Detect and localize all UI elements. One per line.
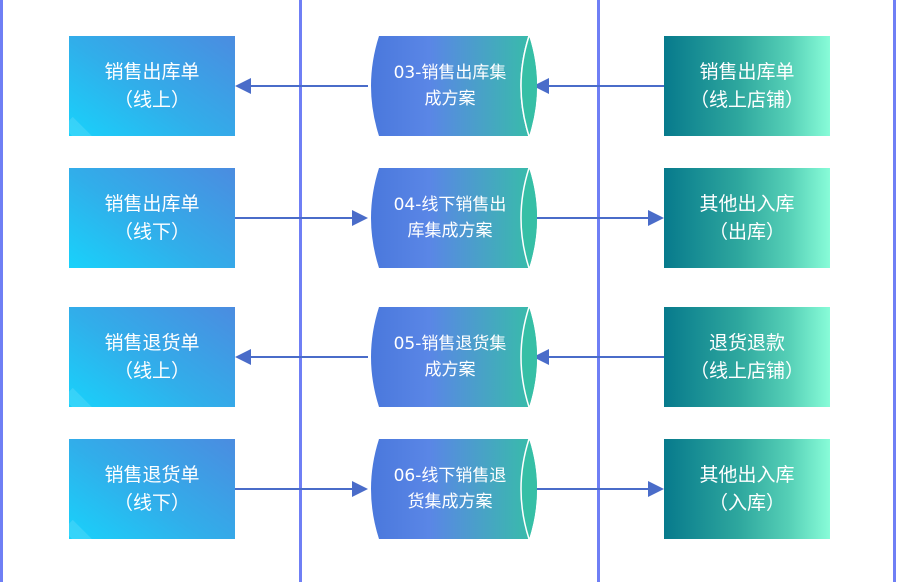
cylinder-shape xyxy=(371,36,537,136)
watermark-decoration xyxy=(69,519,116,539)
cylinder-shape xyxy=(371,168,537,268)
node-title: 销售出库单 xyxy=(104,61,200,83)
node-title: 其他出入库 xyxy=(699,193,795,215)
arrowhead-row1-process xyxy=(533,78,549,94)
target-node-sales-outbound-online-store[interactable]: 销售出库单 （线上店铺） xyxy=(664,36,830,136)
node-title: 销售退货单 xyxy=(104,464,200,486)
node-subtitle: （线上） xyxy=(113,360,190,382)
lane-border-right xyxy=(893,0,896,582)
node-subtitle: （线上店铺） xyxy=(689,89,804,111)
process-subtitle: 库集成方案 xyxy=(407,221,493,241)
source-node-sales-outbound-offline[interactable]: 销售出库单 （线下） xyxy=(69,168,235,268)
process-node-04[interactable]: 04-线下销售出 库集成方案 xyxy=(367,168,545,268)
process-title: 05-销售退货集 xyxy=(393,334,507,354)
node-subtitle: （线下） xyxy=(113,492,190,514)
arrowhead-row4-right xyxy=(648,481,664,497)
source-node-sales-return-offline[interactable]: 销售退货单 （线下） xyxy=(69,439,235,539)
process-title: 06-线下销售退 xyxy=(393,466,507,486)
arrowhead-row2-right xyxy=(648,210,664,226)
source-node-sales-return-online[interactable]: 销售退货单 （线上） xyxy=(69,307,235,407)
target-node-other-inout-outbound[interactable]: 其他出入库 （出库） xyxy=(664,168,830,268)
node-title: 其他出入库 xyxy=(699,464,795,486)
node-title: 退货退款 xyxy=(708,332,785,354)
arrowhead-row4-process xyxy=(352,481,368,497)
node-title: 销售出库单 xyxy=(699,61,795,83)
lane-divider-2 xyxy=(597,0,600,582)
process-title: 03-销售出库集 xyxy=(393,63,507,83)
lane-divider-1 xyxy=(299,0,302,582)
process-subtitle: 货集成方案 xyxy=(407,492,493,512)
arrowhead-row1-left xyxy=(235,78,251,94)
process-subtitle: 成方案 xyxy=(424,89,476,109)
target-node-other-inout-inbound[interactable]: 其他出入库 （入库） xyxy=(664,439,830,539)
node-subtitle: （线下） xyxy=(113,221,190,243)
process-node-06[interactable]: 06-线下销售退 货集成方案 xyxy=(367,439,545,539)
source-node-sales-outbound-online[interactable]: 销售出库单 （线上） xyxy=(69,36,235,136)
process-subtitle: 成方案 xyxy=(424,360,476,380)
node-subtitle: （入库） xyxy=(708,492,785,514)
target-node-return-refund-online-store[interactable]: 退货退款 （线上店铺） xyxy=(664,307,830,407)
node-subtitle: （出库） xyxy=(708,221,785,243)
process-node-05[interactable]: 05-销售退货集 成方案 xyxy=(367,307,545,407)
watermark-decoration xyxy=(69,387,116,407)
node-title: 销售退货单 xyxy=(104,332,200,354)
cylinder-shape xyxy=(371,439,537,539)
node-title: 销售出库单 xyxy=(104,193,200,215)
node-subtitle: （线上） xyxy=(113,89,190,111)
lane-border-left xyxy=(0,0,3,582)
node-subtitle: （线上店铺） xyxy=(689,360,804,382)
watermark-decoration xyxy=(69,116,116,136)
arrowhead-row3-left xyxy=(235,349,251,365)
process-node-03[interactable]: 03-销售出库集 成方案 xyxy=(367,36,545,136)
arrowhead-row3-process xyxy=(533,349,549,365)
cylinder-shape xyxy=(371,307,537,407)
arrowhead-row2-process xyxy=(352,210,368,226)
process-title: 04-线下销售出 xyxy=(393,195,507,215)
